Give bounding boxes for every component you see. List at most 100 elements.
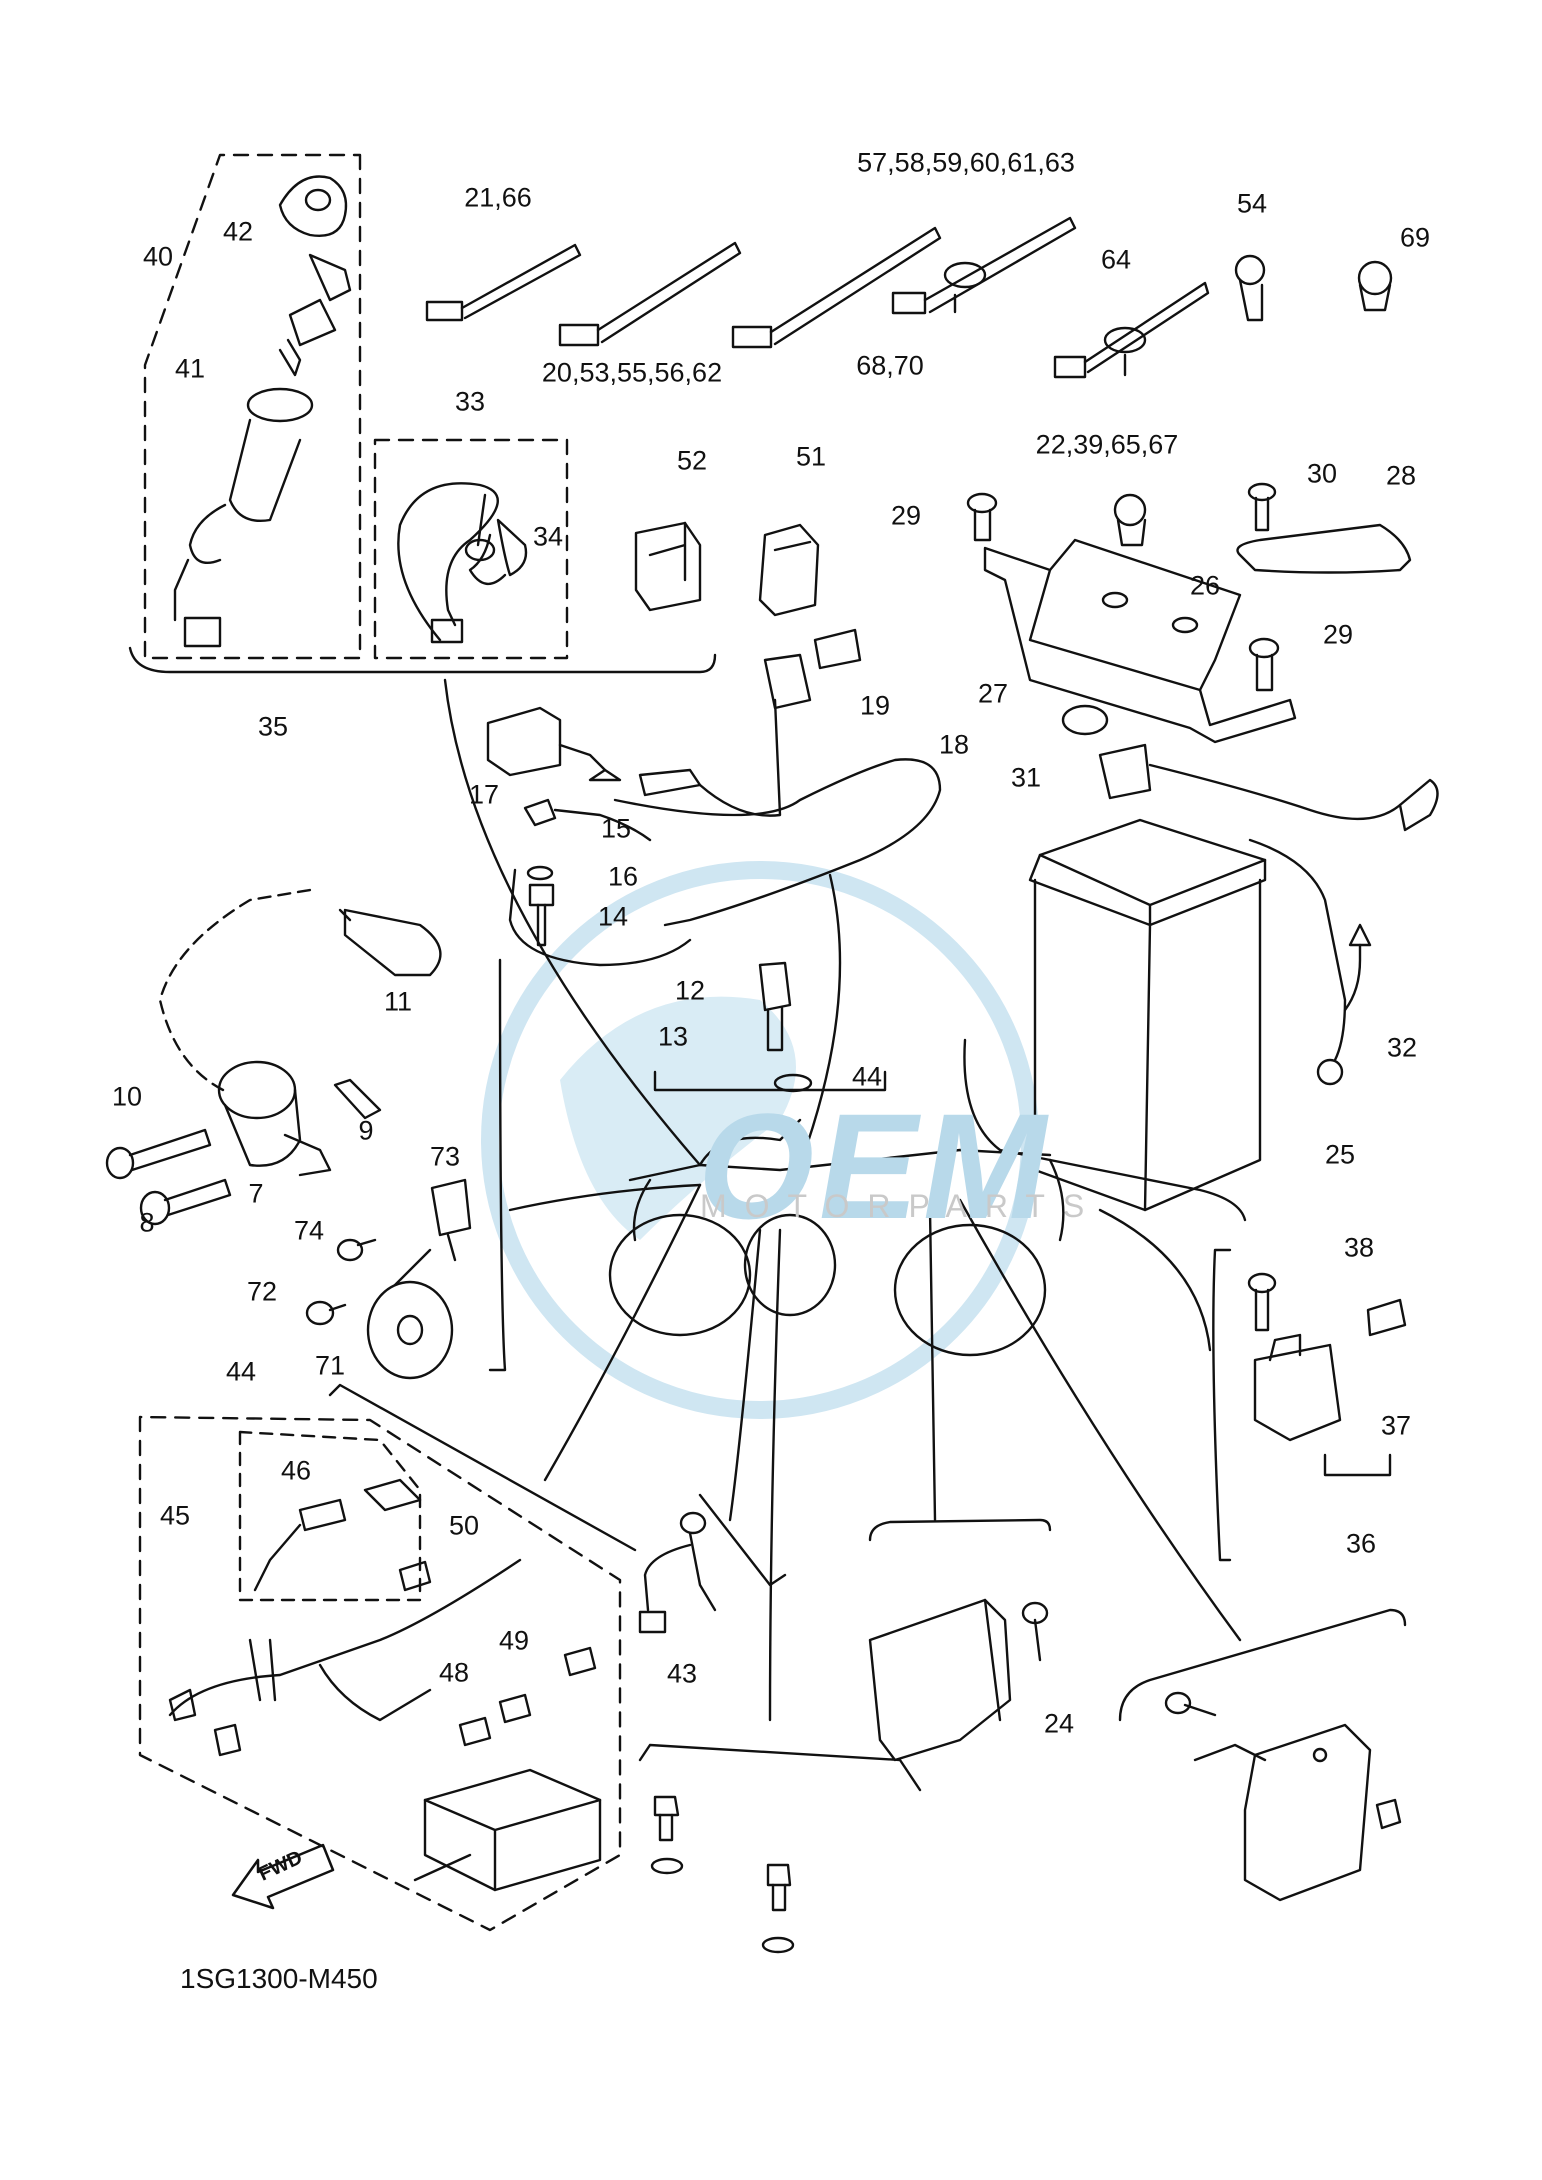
minus-lead-32 [1248, 838, 1372, 1086]
group-40-outline [143, 153, 362, 660]
fuse-box-44 [413, 1768, 602, 1892]
callout-label: 41 [174, 353, 206, 384]
wire-harness-18 [613, 628, 942, 927]
relay-51 [758, 523, 820, 617]
fuse-48 [498, 1693, 532, 1724]
cable-tie-57 [891, 216, 1077, 315]
leader-33-to-atv [443, 678, 702, 1167]
callout-label: 46 [280, 1455, 312, 1486]
callout-label: 38 [1343, 1232, 1375, 1263]
wire-harness-44 [168, 1558, 522, 1757]
clamp-69 [1357, 260, 1393, 312]
callout-label: 31 [1010, 762, 1042, 793]
horn-71 [366, 1248, 454, 1380]
ecu-1 [1243, 1723, 1372, 1902]
bolt-29-right [1248, 637, 1280, 692]
key-part [278, 253, 352, 377]
watermark-globe [481, 861, 1039, 1419]
callout-label: 9 [358, 1115, 374, 1146]
atv-illustration [608, 1118, 1065, 1357]
callout-label: 15 [600, 813, 632, 844]
bracket-top-left [128, 646, 717, 674]
callout-label: 73 [429, 1141, 461, 1172]
bolt-8 [139, 1178, 232, 1226]
callout-label: 42 [222, 216, 254, 247]
clamp-22 [1113, 493, 1147, 547]
callout-label: 72 [246, 1276, 278, 1307]
washer-6-left [650, 1857, 684, 1875]
callout-label: 26 [1189, 570, 1221, 601]
bracket-73 [430, 1178, 472, 1262]
bolt-30 [1247, 482, 1277, 532]
lead-wire-33 [397, 482, 528, 644]
leader-18-to-atv [798, 873, 842, 1167]
callout-label: 51 [795, 441, 827, 472]
callout-label: 64 [1100, 244, 1132, 275]
callout-label: 25 [1324, 1139, 1356, 1170]
callout-label: 34 [532, 521, 564, 552]
watermark-brand: OEM [685, 1082, 1069, 1250]
callout-label: 24 [1043, 1708, 1075, 1739]
callout-label: 40 [142, 241, 174, 272]
cable-tie-20 [558, 241, 742, 347]
callout-label: 13 [657, 1021, 689, 1052]
callout-label: 18 [938, 729, 970, 760]
bracket-12 [653, 1070, 887, 1092]
callout-label: 45 [159, 1500, 191, 1531]
forward-arrow-icon [231, 1843, 335, 1910]
callout-label: 35 [257, 711, 289, 742]
bolt-14 [508, 868, 692, 967]
bracket-26 [983, 538, 1297, 744]
callout-label: 10 [111, 1081, 143, 1112]
callout-label: 12 [674, 975, 706, 1006]
bracket-sensor [698, 1493, 787, 1587]
callout-label: 43 [666, 1658, 698, 1689]
bracket-battery [963, 1038, 1247, 1222]
washer-16 [526, 865, 554, 881]
callout-label: 36 [1345, 1528, 1377, 1559]
sensor-12 [758, 961, 792, 1052]
callout-label: 44 [851, 1061, 883, 1092]
watermark-subtitle: MOTORPARTS [700, 1188, 1103, 1224]
ignition-switch-part [173, 387, 314, 648]
cover-28 [1236, 523, 1412, 574]
callout-label: 21,66 [464, 182, 532, 213]
callout-label: 27 [977, 678, 1009, 709]
leader-44-to-atv [543, 1183, 702, 1482]
diagram-code: 1SG1300-M450 [180, 1963, 378, 1994]
bracket-rectifier [868, 1518, 1052, 1542]
battery-cable-31 [1098, 743, 1439, 832]
callout-label: 7 [248, 1178, 264, 1209]
bracket-horn [488, 958, 507, 1372]
callout-label: 14 [597, 901, 629, 932]
cable-tie-64 [1053, 281, 1210, 379]
bolt-5-left [653, 1795, 680, 1842]
screw-2 [1164, 1691, 1217, 1717]
callout-label: 50 [448, 1510, 480, 1541]
callout-label: 16 [607, 861, 639, 892]
bolt-38 [1247, 1272, 1277, 1332]
leader-atv-to-1 [958, 1198, 1242, 1642]
callout-label: 17 [468, 779, 500, 810]
callout-label: 49 [498, 1625, 530, 1656]
ignition-coil-7 [158, 888, 332, 1177]
leader-atv-to-5 [768, 1228, 782, 1722]
leader-atv-to-43 [728, 1228, 762, 1522]
fuse-49 [563, 1646, 597, 1677]
relay-17 [486, 706, 622, 782]
callout-label: 8 [139, 1207, 155, 1238]
bolt-74 [336, 1238, 377, 1262]
callout-label: 32 [1386, 1032, 1418, 1063]
group-33-outline [373, 438, 569, 660]
bracket-bolts [638, 1743, 922, 1792]
cable-tie-21 [425, 243, 582, 322]
callout-label: 11 [383, 986, 413, 1017]
callout-label: 69 [1399, 222, 1431, 253]
callout-label: 57,58,59,60,61,63 [857, 147, 1075, 178]
bracket-ecu [1118, 1608, 1407, 1722]
relay-52 [634, 521, 702, 612]
bolt-72 [305, 1300, 347, 1326]
callout-label: 54 [1236, 188, 1268, 219]
bolt-29-left [966, 492, 998, 542]
watermark-continent [560, 996, 796, 1240]
